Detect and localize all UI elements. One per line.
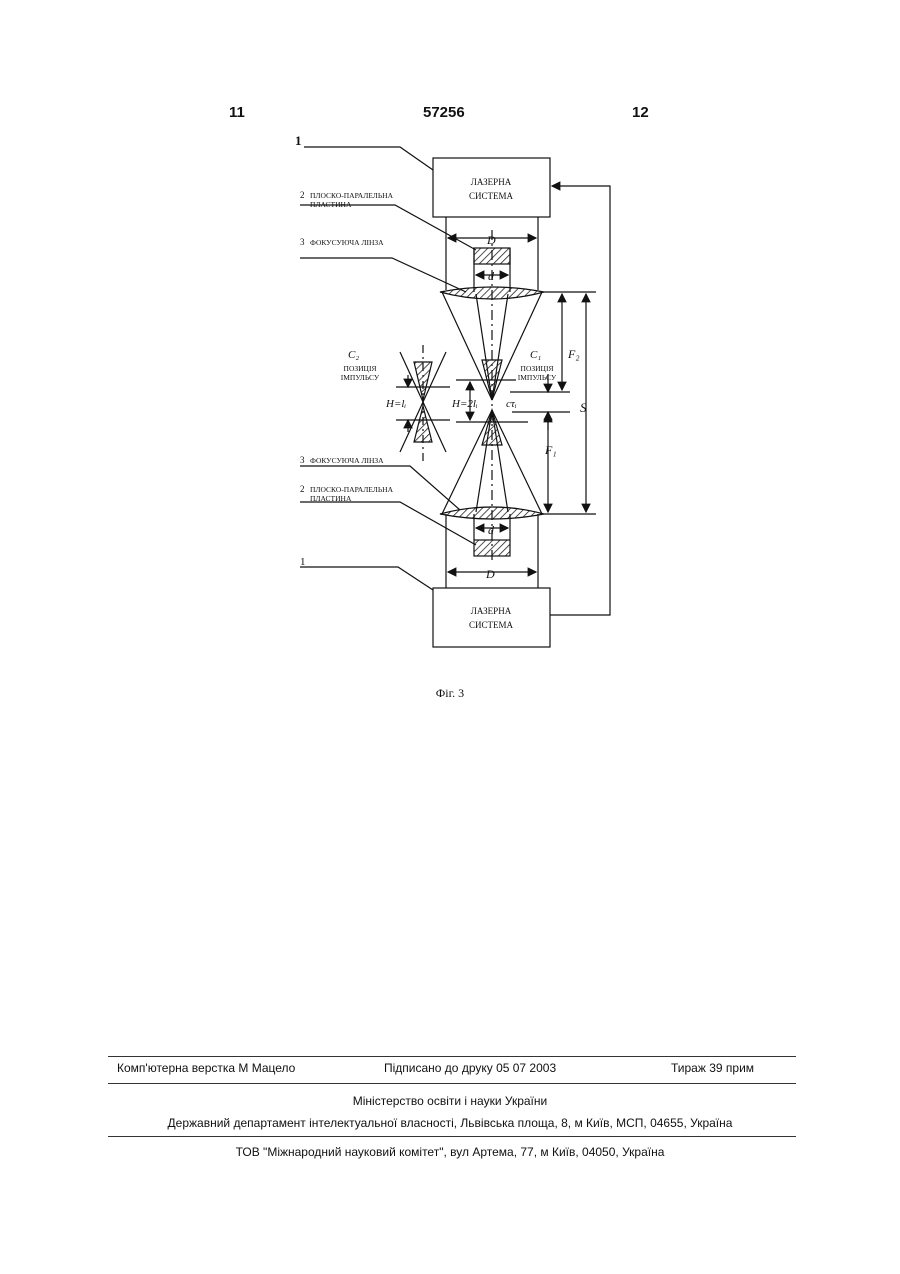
symbol-D-bottom: D <box>485 567 495 581</box>
plate-bottom-line1: ПЛОСКО-ПАРАЛЕЛЬНА <box>310 485 394 494</box>
symbol-H-centre: H=2lᵢ <box>451 398 478 410</box>
ref-label-bottom-system: 1 <box>300 556 306 568</box>
bottom-system-line2: СИСТЕМА <box>469 620 514 630</box>
top-laser-system-box <box>433 158 550 217</box>
bottom-system-line1: ЛАЗЕРНА <box>471 606 512 616</box>
lens-top-label: ФОКУСУЮЧА ЛІНЗА <box>310 238 384 247</box>
plate-top-line1: ПЛОСКО-ПАРАЛЕЛЬНА <box>310 191 394 200</box>
left-pulse-lower <box>414 406 432 442</box>
c2-caption-line2: ІМПУЛЬСУ <box>341 373 380 382</box>
ref-label-top-system: 1 <box>295 133 302 148</box>
symbol-C1: C₁ <box>530 349 541 361</box>
c1-caption-line2: ІМПУЛЬСУ <box>518 373 557 382</box>
plate-bottom-line2: ПЛАСТИНА <box>310 494 352 503</box>
typesetting-credit: Комп'ютерна верстка М Мацело <box>117 1061 295 1075</box>
symbol-c-tau: cτᵢ <box>506 398 517 410</box>
top-system-line1: ЛАЗЕРНА <box>471 177 512 187</box>
bottom-laser-system-box <box>433 588 550 647</box>
lens-bottom-ref: 3 <box>300 455 305 465</box>
symbol-d-bottom: d <box>488 523 495 537</box>
symbol-F1: F₁ <box>544 443 557 457</box>
optical-scheme-figure: 1 ЛАЗЕРНА СИСТЕМА 2 ПЛОСКО-ПАРАЛЕЛЬНА ПЛ… <box>0 0 900 680</box>
department-line: Державний департамент інтелектуальної вл… <box>0 1116 900 1130</box>
c2-caption-line1: ПОЗИЦІЯ <box>344 364 377 373</box>
c1-caption-line1: ПОЗИЦІЯ <box>521 364 554 373</box>
lens-top-ref: 3 <box>300 237 305 247</box>
symbol-F2: F₂ <box>567 347 580 361</box>
symbol-S: S <box>580 400 587 415</box>
imprint-middle-rule <box>108 1083 796 1084</box>
imprint-bottom-rule <box>108 1136 796 1137</box>
plate-bottom-ref: 2 <box>300 484 305 494</box>
imprint-top-rule <box>108 1056 796 1057</box>
symbol-C2: C₂ <box>348 349 359 361</box>
centre-pulse-lower <box>482 410 502 445</box>
plate-top-line2: ПЛАСТИНА <box>310 200 352 209</box>
lens-bottom-label: ФОКУСУЮЧА ЛІНЗА <box>310 456 384 465</box>
printer-line: ТОВ "Міжнародний науковий комітет", вул … <box>0 1145 900 1159</box>
symbol-d-top: d <box>488 269 495 283</box>
top-system-line2: СИСТЕМА <box>469 191 514 201</box>
symbol-D-top: D <box>486 233 496 247</box>
circulation: Тираж 39 прим <box>671 1061 754 1075</box>
plate-top-ref: 2 <box>300 190 305 200</box>
left-pulse-upper <box>414 362 432 400</box>
symbol-H-left: H=lᵢ <box>385 398 406 410</box>
ministry-line: Міністерство освіти і науки України <box>0 1094 900 1108</box>
figure-caption: Фіг. 3 <box>0 686 900 701</box>
signed-for-print: Підписано до друку 05 07 2003 <box>384 1061 556 1075</box>
